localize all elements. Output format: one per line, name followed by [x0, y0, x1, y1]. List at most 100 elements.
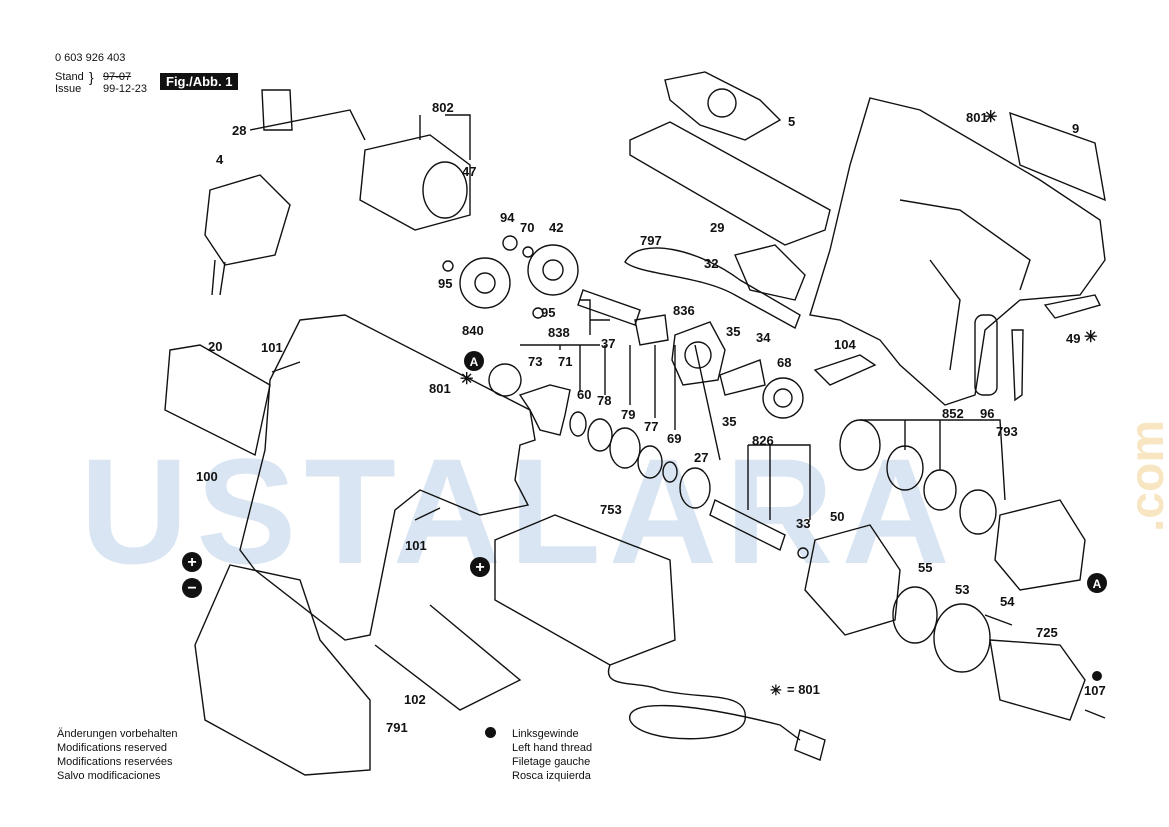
chuck-725 — [989, 639, 1086, 721]
part-label: 852 — [942, 406, 964, 421]
part-label: 96 — [980, 406, 994, 421]
bearing-27 — [679, 467, 711, 509]
part-label: 9 — [1072, 121, 1079, 136]
part-label: 79 — [621, 407, 635, 422]
part-label: 5 — [788, 114, 795, 129]
part-labels: 802 47 28 4 94 70 42 95 95 840 838 797 3… — [196, 100, 1106, 735]
part-label: 95 — [438, 276, 452, 291]
note-line: Modifications reservées — [57, 756, 173, 768]
wire-hook — [374, 604, 522, 711]
svg-text:+: + — [187, 554, 196, 571]
part-label: 4 — [216, 152, 224, 167]
part-label: 29 — [710, 220, 724, 235]
left-thread-marker-icon — [1092, 671, 1102, 681]
side-cap — [974, 314, 998, 396]
svg-text:✳: ✳ — [984, 109, 997, 126]
selector-module — [734, 244, 806, 301]
ring-77 — [637, 445, 663, 479]
svg-text:✳: ✳ — [1084, 329, 1097, 346]
marker-a-right: A — [1087, 573, 1107, 593]
ring-852 — [959, 489, 997, 535]
asterisk-note: = 801 — [787, 682, 820, 697]
note-line: Linksgewinde — [512, 728, 579, 740]
spindle-826 — [709, 499, 786, 551]
latch — [1043, 294, 1102, 319]
sleeve-852a — [839, 419, 881, 471]
part-label: 34 — [756, 330, 771, 345]
drive-shaft — [577, 289, 641, 326]
note-line: Filetage gauche — [512, 756, 591, 768]
stand-label: Stand — [55, 71, 84, 83]
part-label: 753 — [600, 502, 622, 517]
watermark-text: USTALARA — [80, 427, 958, 595]
housing-right-half — [809, 97, 1106, 406]
part-label: 826 — [752, 433, 774, 448]
part-label: 60 — [577, 387, 591, 402]
part-label: 801 — [429, 381, 451, 396]
bearing-68 — [762, 377, 804, 419]
note-line: Änderungen vorbehalten — [57, 728, 178, 740]
part-label: 35 — [722, 414, 736, 429]
part-label: 95 — [541, 305, 555, 320]
part-label: 793 — [996, 424, 1018, 439]
part-label: 104 — [834, 337, 856, 352]
part-label: 53 — [955, 582, 969, 597]
part-label: 836 — [673, 303, 695, 318]
part-label: 37 — [601, 336, 615, 351]
part-label: 47 — [462, 164, 476, 179]
cover-plate — [629, 121, 831, 246]
note-line: Left hand thread — [512, 742, 593, 754]
svg-text:−: − — [187, 580, 196, 597]
spring-852 — [923, 469, 957, 511]
charger — [494, 514, 676, 666]
part-label: 73 — [528, 354, 542, 369]
planet-carrier-71 — [518, 384, 571, 436]
terminal-block — [204, 174, 291, 266]
part-label: 102 — [404, 692, 426, 707]
part-label: 101 — [405, 538, 427, 553]
gear-840 — [459, 257, 511, 309]
changes-note: Änderungen vorbehalten Modifications res… — [57, 727, 177, 783]
svg-text:A: A — [470, 355, 479, 369]
part-label: 20 — [208, 339, 222, 354]
part-label: 54 — [1000, 594, 1015, 609]
motor — [359, 134, 471, 231]
screw-54 — [984, 614, 1013, 626]
part-label: 94 — [500, 210, 515, 225]
part-label: 50 — [830, 509, 844, 524]
part-label: 69 — [667, 431, 681, 446]
part-label: 78 — [597, 393, 611, 408]
contact-plate — [813, 354, 877, 386]
part-label: 100 — [196, 469, 218, 484]
screws-101 — [271, 361, 441, 521]
plate-55 — [892, 586, 938, 644]
part-label: 101 — [261, 340, 283, 355]
clutch-53 — [933, 603, 991, 673]
part-label: 107 — [1084, 683, 1106, 698]
spindle — [719, 359, 766, 396]
part-label: 802 — [432, 100, 454, 115]
charger-cord — [607, 664, 801, 741]
svg-text:✳: ✳ — [460, 371, 473, 388]
sleeve-852b — [886, 445, 924, 491]
issue-label: Issue — [55, 83, 82, 95]
nameplate — [1009, 111, 1106, 202]
part-label: 55 — [918, 560, 932, 575]
clutch-ring-50 — [804, 524, 901, 636]
gear-42 — [527, 244, 579, 296]
part-label: 791 — [386, 720, 408, 735]
plus-icon — [182, 552, 202, 572]
part-label: 725 — [1036, 625, 1058, 640]
part-label: 801 — [966, 110, 988, 125]
note-line: Salvo modificaciones — [57, 770, 161, 782]
part-label: 840 — [462, 323, 484, 338]
ring-78 — [587, 418, 613, 452]
svg-text:A: A — [1093, 577, 1102, 591]
note-line: Modifications reserved — [57, 742, 168, 754]
housing-left-half — [239, 314, 536, 641]
motor-bracket — [249, 89, 366, 141]
belt — [624, 247, 801, 329]
power-plug — [794, 729, 826, 761]
